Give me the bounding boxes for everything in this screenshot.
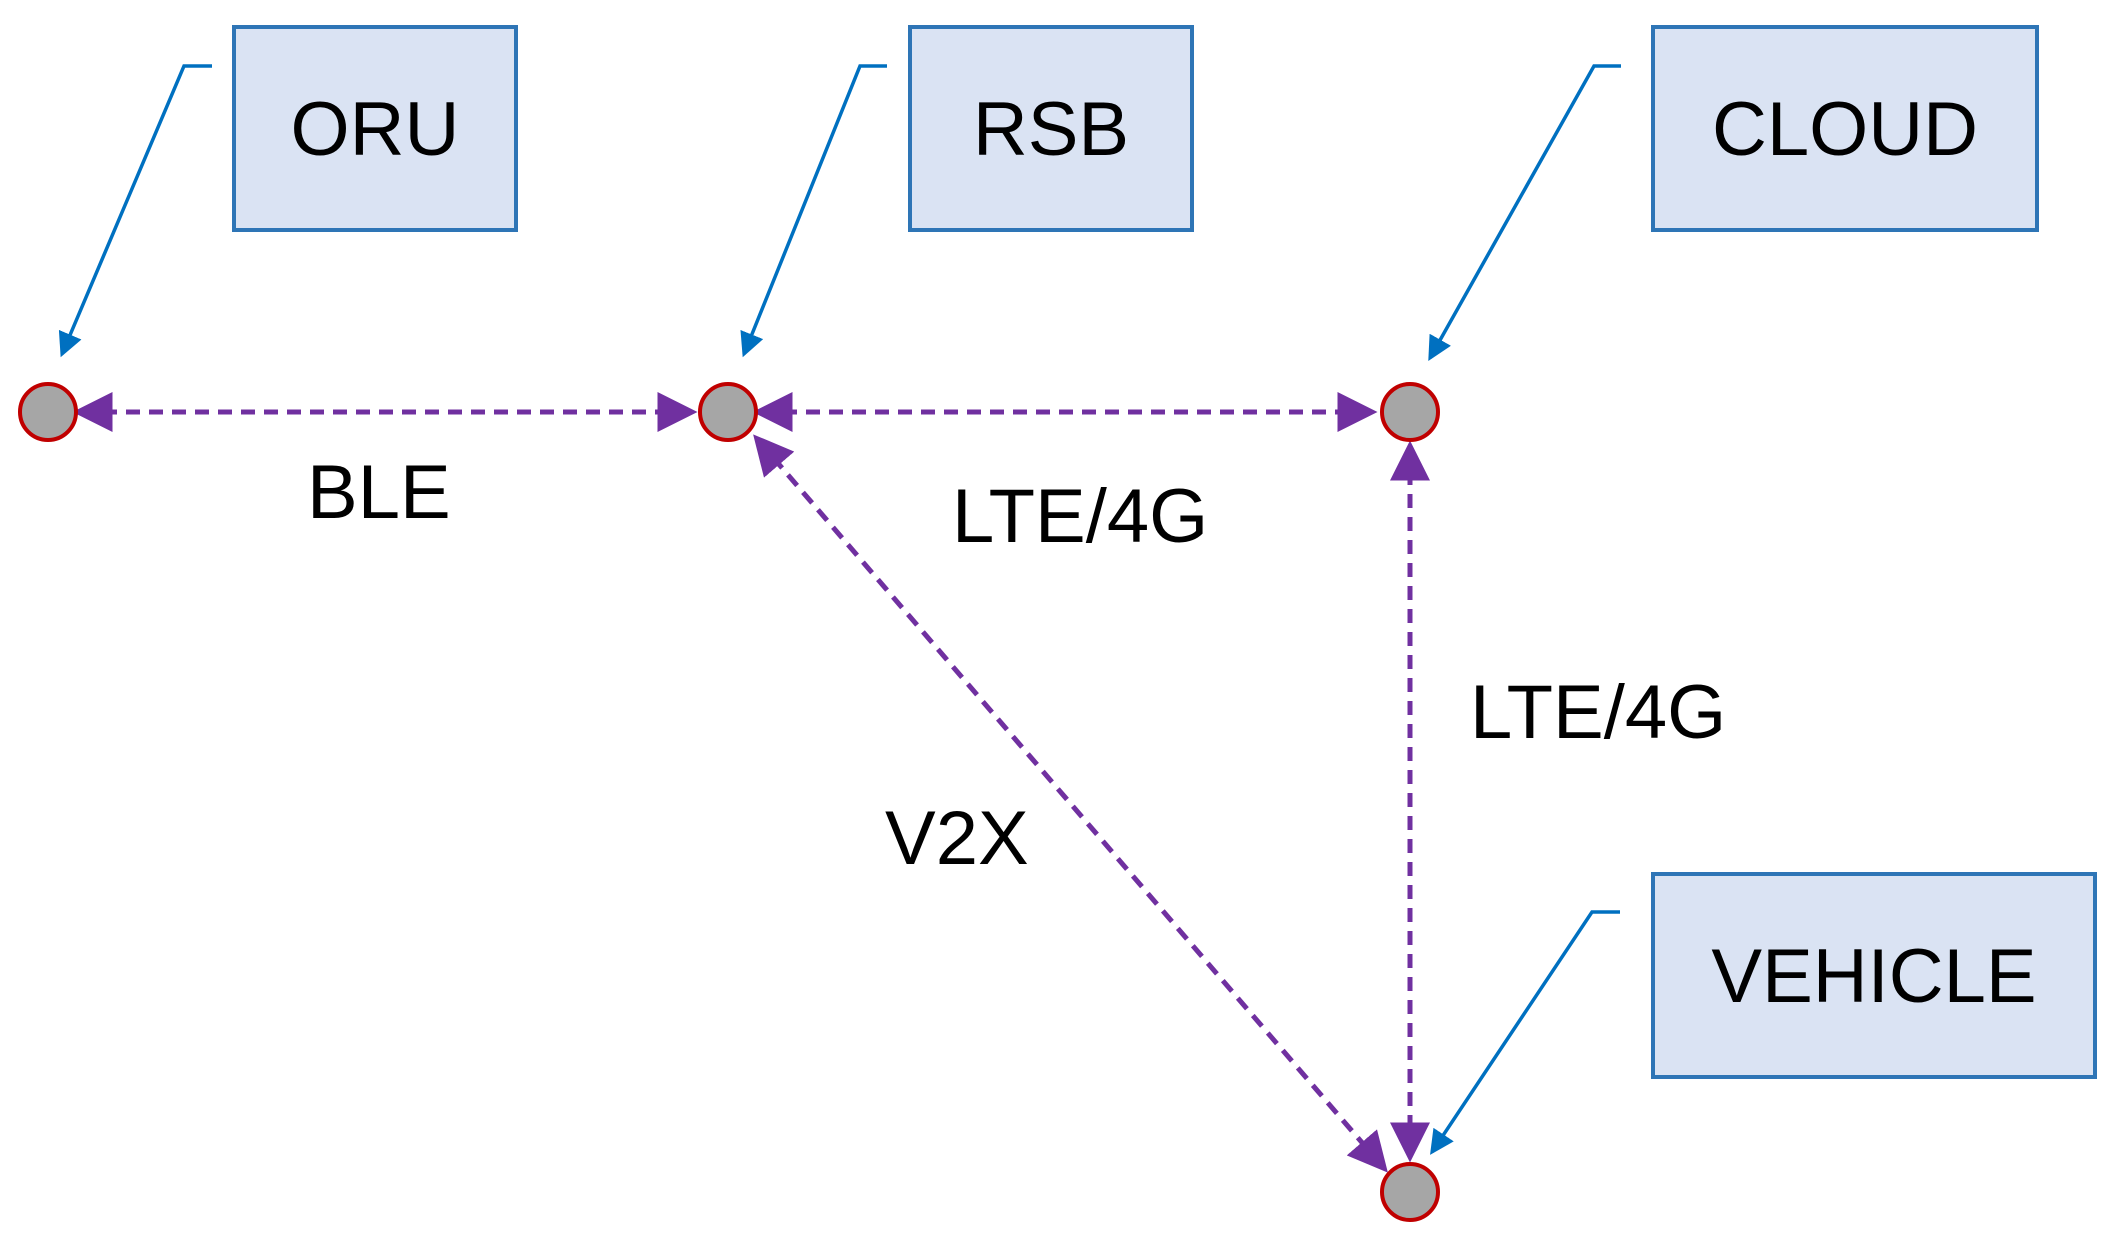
vehicle-label-box: VEHICLE	[1651, 872, 2097, 1079]
link-label-cloud-vehicle: LTE/4G	[1470, 670, 1726, 755]
oru-label-box: ORU	[232, 25, 518, 232]
vehicle-label: VEHICLE	[1711, 934, 2036, 1019]
callout-rsb	[740, 64, 887, 358]
rsb-node	[698, 382, 758, 442]
cloud-node	[1380, 382, 1440, 442]
callout-vehicle	[1430, 910, 1620, 1155]
link-label-ble: BLE	[307, 450, 451, 535]
link-label-rsb-cloud: LTE/4G	[952, 474, 1208, 559]
cloud-label-box: CLOUD	[1651, 25, 2039, 232]
callout-cloud	[1428, 64, 1621, 362]
oru-label: ORU	[291, 87, 460, 172]
cloud-label: CLOUD	[1712, 87, 1978, 172]
link-label-v2x: V2X	[885, 796, 1029, 881]
vehicle-node	[1380, 1162, 1440, 1222]
rsb-label: RSB	[973, 87, 1129, 172]
rsb-label-box: RSB	[908, 25, 1194, 232]
callout-oru	[58, 64, 212, 358]
oru-node	[18, 382, 78, 442]
